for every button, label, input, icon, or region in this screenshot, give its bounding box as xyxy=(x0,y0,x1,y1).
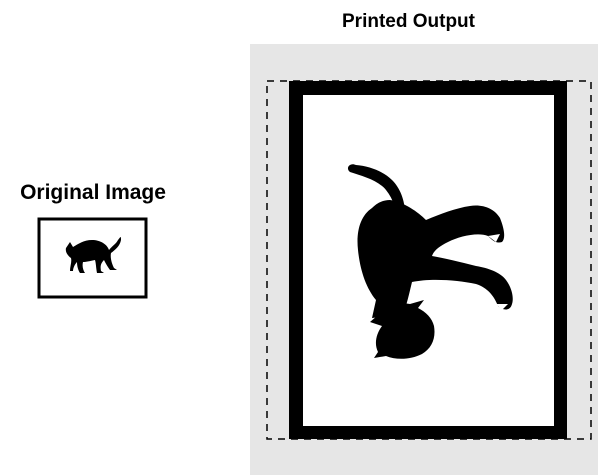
cat-body xyxy=(357,200,513,318)
back-paw-notch xyxy=(496,304,508,310)
printed-output-title: Printed Output xyxy=(342,11,475,32)
small-cat-icon xyxy=(65,237,121,273)
front-paw-notch xyxy=(488,234,500,242)
cat-head xyxy=(370,300,435,359)
original-image-thumbnail xyxy=(37,217,148,299)
large-cat-icon xyxy=(347,164,513,359)
printed-output-page xyxy=(250,44,598,475)
original-image-title: Original Image xyxy=(20,181,166,204)
